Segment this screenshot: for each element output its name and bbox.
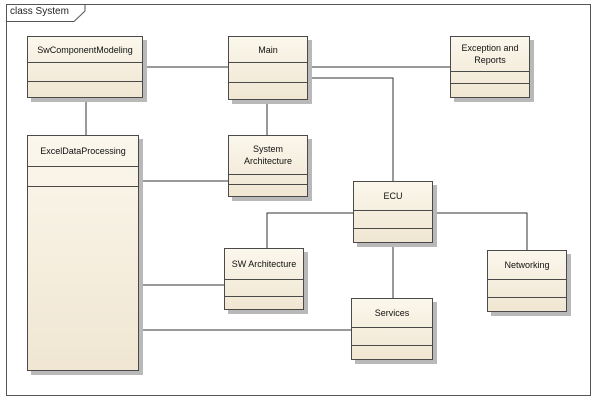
class-section-divider xyxy=(229,184,307,185)
class-section-divider xyxy=(28,81,142,82)
class-excel-data-processing[interactable]: ExcelDataProcessing xyxy=(27,135,139,371)
class-services[interactable]: Services xyxy=(351,298,433,360)
class-sw-architecture[interactable]: SW Architecture xyxy=(224,248,304,310)
class-section-divider xyxy=(451,83,529,84)
frame-title: class System xyxy=(10,6,69,17)
class-sw-component-modeling[interactable]: SwComponentModeling xyxy=(27,36,143,98)
class-section-divider xyxy=(225,296,303,297)
connector-ecu-swarch xyxy=(266,212,353,248)
class-exception-and-reports[interactable]: Exception and Reports xyxy=(450,36,530,98)
class-name: System Architecture xyxy=(229,136,307,175)
class-section-divider xyxy=(352,345,432,346)
class-section-divider xyxy=(28,186,138,187)
class-name: Exception and Reports xyxy=(451,37,529,72)
class-ecu[interactable]: ECU xyxy=(353,181,433,243)
class-name: Services xyxy=(352,299,432,328)
class-name: Main xyxy=(229,37,307,63)
class-networking[interactable]: Networking xyxy=(487,250,567,312)
connector-main-ecu xyxy=(308,77,394,181)
class-section-divider xyxy=(354,228,432,229)
class-section-divider xyxy=(229,82,307,83)
class-name: Networking xyxy=(488,251,566,280)
frame-tab xyxy=(6,4,86,22)
class-name: SwComponentModeling xyxy=(28,37,142,63)
class-name: SW Architecture xyxy=(225,249,303,280)
connector-ecu-networking xyxy=(433,212,528,250)
class-name: ExcelDataProcessing xyxy=(28,136,138,167)
class-main[interactable]: Main xyxy=(228,36,308,100)
class-section-divider xyxy=(488,297,566,298)
class-system-architecture[interactable]: System Architecture xyxy=(228,135,308,197)
class-name: ECU xyxy=(354,182,432,211)
